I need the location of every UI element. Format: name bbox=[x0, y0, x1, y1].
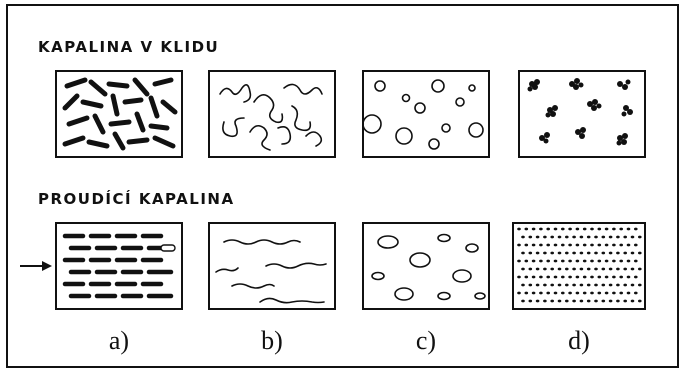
panel-flow-a-aligned-rods bbox=[55, 222, 183, 310]
caption-a: a) bbox=[108, 326, 130, 355]
panel-rest-c-bubbles bbox=[362, 70, 490, 158]
panel-rest-b-coils bbox=[208, 70, 336, 158]
panel-rest-a-rods bbox=[55, 70, 183, 158]
panel-flow-c-deformed-bubbles bbox=[362, 222, 490, 310]
panel-flow-d-dispersed-particles bbox=[512, 222, 646, 310]
heading-flowing-fluid: PROUDÍCÍ KAPALINA bbox=[38, 190, 235, 208]
panel-rest-d-clusters bbox=[518, 70, 646, 158]
caption-c: c) bbox=[415, 326, 437, 355]
figure-frame bbox=[6, 4, 679, 368]
heading-fluid-at-rest: KAPALINA V KLIDU bbox=[38, 38, 220, 56]
flow-direction-arrow-icon bbox=[20, 261, 52, 271]
panel-flow-b-stretched-coils bbox=[208, 222, 336, 310]
caption-d: d) bbox=[568, 326, 590, 355]
caption-b: b) bbox=[261, 326, 283, 355]
